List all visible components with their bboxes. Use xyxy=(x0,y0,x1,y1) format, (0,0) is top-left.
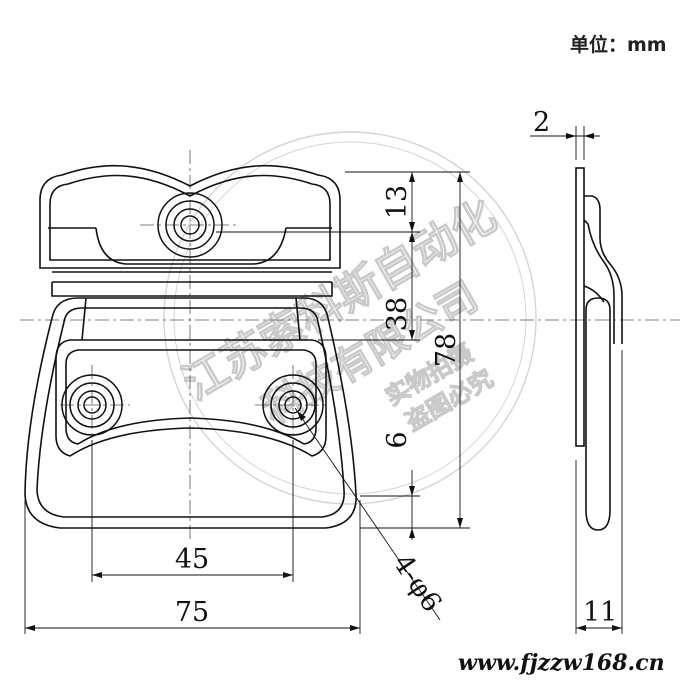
dim-side-depth: 11 xyxy=(583,597,617,628)
front-view-plate xyxy=(39,164,341,297)
arrowheads xyxy=(25,133,622,631)
unit-label: 单位：mm xyxy=(570,34,667,56)
hole-bottom-left xyxy=(61,374,123,436)
centre-lines xyxy=(20,150,680,540)
mounting-holes xyxy=(61,192,324,436)
dim-bottom-height: 6 xyxy=(382,431,413,448)
dim-top-height: 13 xyxy=(382,185,413,219)
side-view xyxy=(575,167,623,531)
watermark: 江苏索科斯自动化 科技有限公司 实物拍摄 盗图必究 xyxy=(163,131,537,505)
dim-overall-height: 78 xyxy=(431,333,462,367)
hole-top xyxy=(157,192,223,258)
website-label: www.fjzzw168.cn xyxy=(458,650,665,676)
hole-bottom-right xyxy=(262,374,324,436)
dim-middle-height: 38 xyxy=(382,297,413,331)
dim-hole-spacing: 45 xyxy=(175,544,209,575)
dim-overall-width: 75 xyxy=(175,597,209,628)
dim-holes: 4-φ6 xyxy=(387,549,448,618)
front-view-handle xyxy=(24,297,357,529)
dim-plate-thickness: 2 xyxy=(533,107,550,138)
